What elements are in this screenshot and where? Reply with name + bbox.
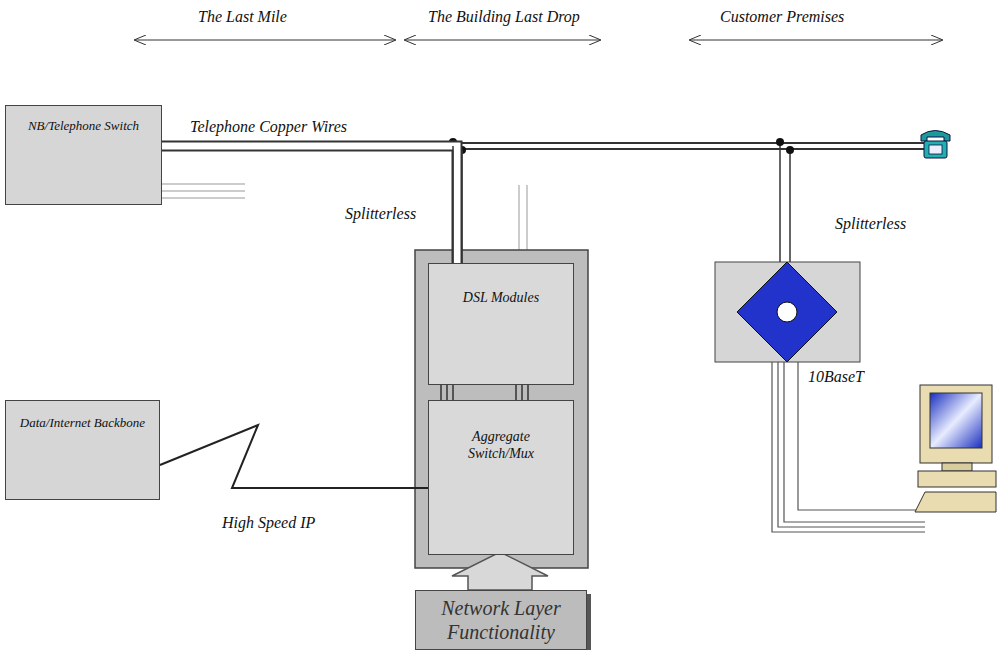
edge-label: High Speed IP: [222, 514, 315, 532]
node-label: NB/Telephone Switch: [28, 118, 139, 134]
ethernet-cable: [772, 362, 925, 532]
node-label: Data/Internet Backbone: [20, 415, 145, 431]
telephone-icon: [921, 131, 950, 159]
annotation-label: Customer Premises: [720, 8, 844, 26]
connector: [162, 146, 462, 263]
dsl-modem: [715, 262, 860, 362]
block-arrow: [452, 552, 548, 590]
connector: [160, 425, 428, 488]
node-label: Aggregate Switch/Mux: [439, 429, 563, 463]
annotation-label: 10BaseT: [808, 368, 864, 386]
module-box: DSL Modules: [428, 263, 574, 385]
node-label: DSL Modules: [463, 290, 539, 307]
connector: [441, 385, 528, 400]
annotation-label: The Last Mile: [198, 8, 287, 26]
annotation-label: The Building Last Drop: [428, 8, 580, 26]
backbone-box: Data/Internet Backbone: [5, 400, 160, 500]
dsl-enclosure: [415, 250, 588, 568]
node-label: Network Layer Functionality: [420, 596, 582, 644]
copper-wire: [162, 138, 925, 262]
switch-box: NB/Telephone Switch: [5, 105, 162, 205]
switch-box: Aggregate Switch/Mux: [428, 400, 574, 555]
function-box: Network Layer Functionality: [415, 590, 587, 650]
span-arrow: [135, 40, 942, 41]
annotation-label: Splitterless: [835, 215, 906, 233]
computer-icon: [915, 385, 996, 512]
annotation-label: Telephone Copper Wires: [190, 118, 347, 136]
annotation-label: Splitterless: [345, 205, 416, 223]
